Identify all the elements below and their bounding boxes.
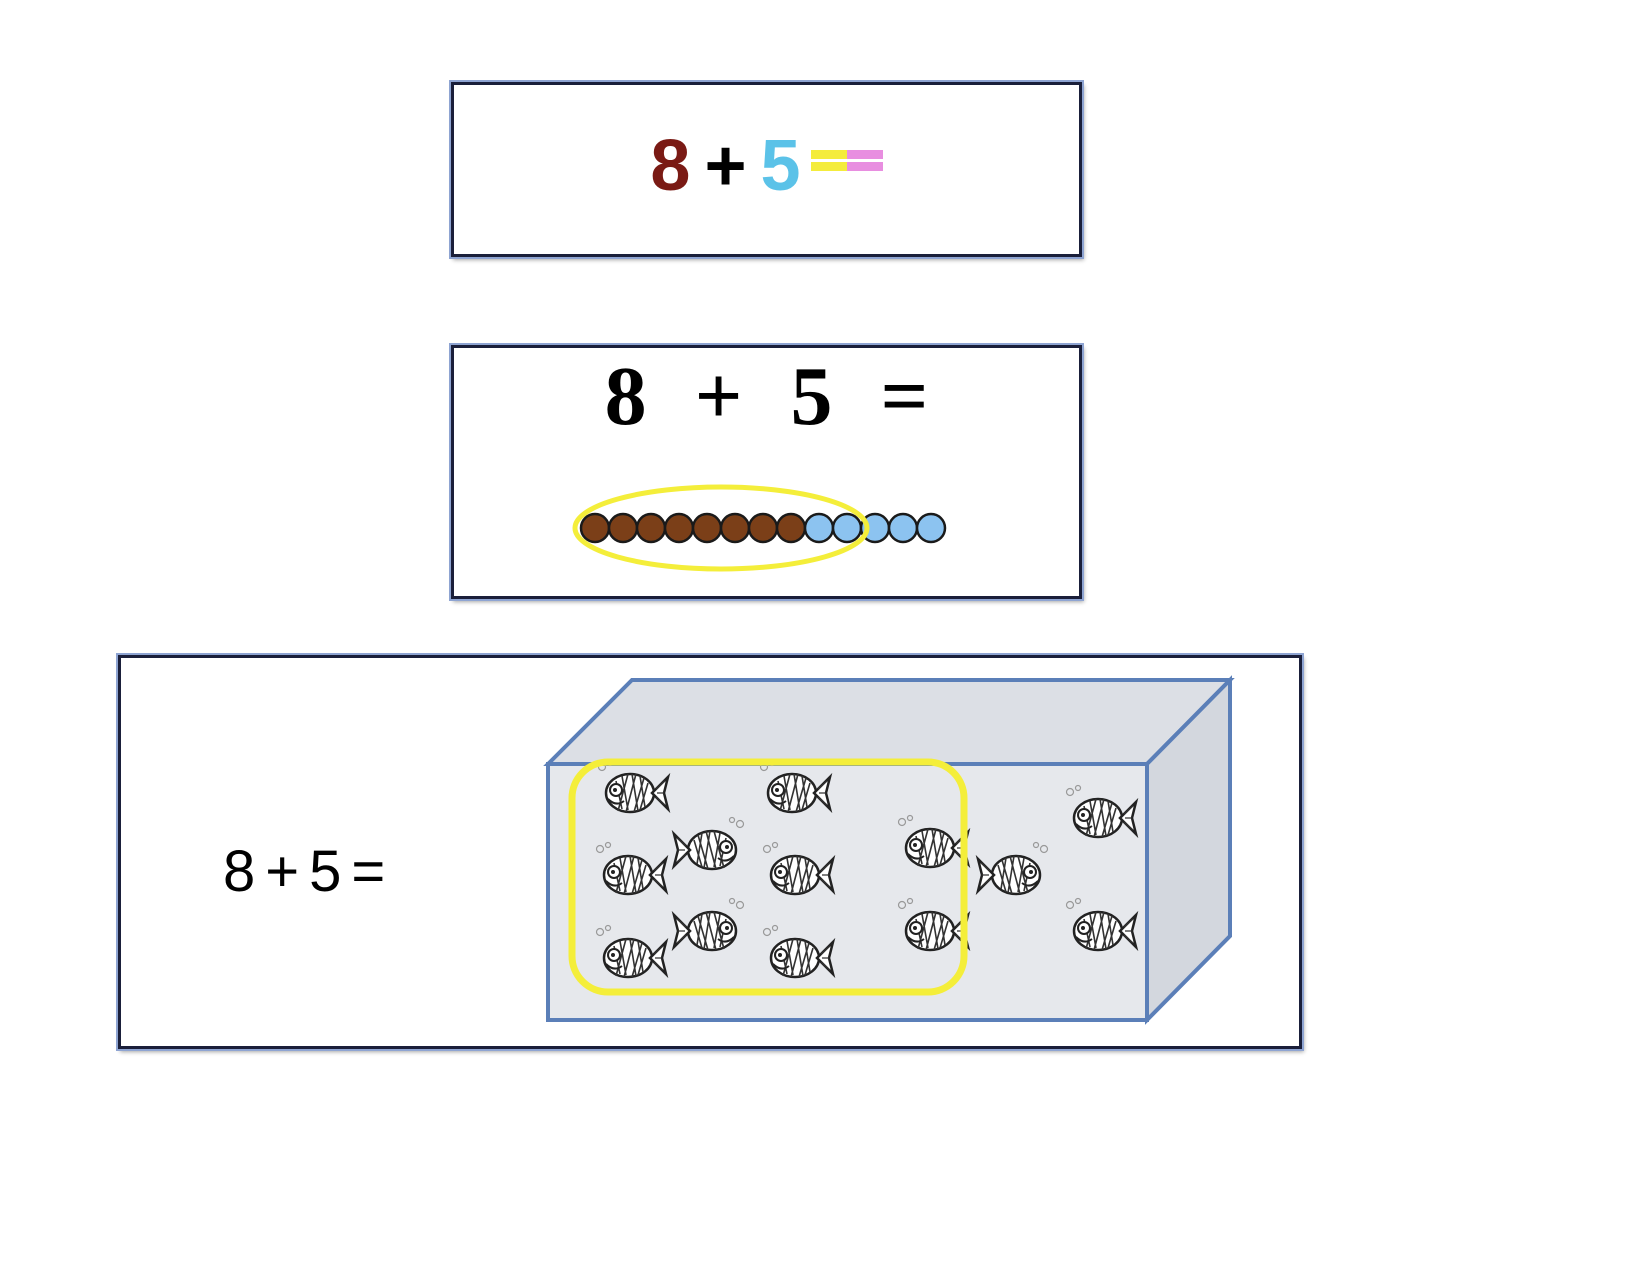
addend-eight: 8	[604, 350, 647, 443]
plus-sign: +	[704, 126, 747, 206]
colored-equation-card: 8+5	[449, 80, 1084, 259]
bead-blue	[887, 512, 919, 544]
bead-brown	[775, 512, 807, 544]
bead-blue	[831, 512, 863, 544]
plus-sign: +	[265, 839, 300, 904]
plus-sign: +	[694, 350, 743, 443]
equals-bar-pink	[846, 150, 883, 160]
fish-equation: 8+5=	[223, 838, 395, 905]
equals-sign: =	[880, 350, 929, 443]
bead-brown	[747, 512, 779, 544]
equals-bar-pink	[846, 162, 883, 172]
addend-five: 5	[309, 839, 342, 904]
bead-blue	[915, 512, 947, 544]
addend-eight: 8	[223, 839, 256, 904]
bead-brown	[719, 512, 751, 544]
equals-sign: =	[351, 839, 386, 904]
bead-blue	[803, 512, 835, 544]
equals-bar-yellow	[810, 162, 847, 172]
bead-brown	[691, 512, 723, 544]
bead-equation: 8 +5 =	[454, 348, 1079, 445]
bead-equation-card: 8 +5 =	[449, 343, 1084, 601]
fish-equation-card: 8+5=	[116, 653, 1304, 1051]
bead-brown	[579, 512, 611, 544]
bead-brown	[663, 512, 695, 544]
colored-equation: 8+5	[454, 125, 1079, 207]
bead-string	[572, 484, 947, 572]
addend-five: 5	[760, 126, 801, 206]
equals-sign-bars	[810, 115, 883, 197]
addend-five: 5	[790, 350, 833, 443]
bead-brown	[607, 512, 639, 544]
ten-frame-circle	[572, 484, 870, 572]
equals-bar-yellow	[810, 150, 847, 160]
bead-brown	[635, 512, 667, 544]
addend-eight: 8	[650, 126, 691, 206]
